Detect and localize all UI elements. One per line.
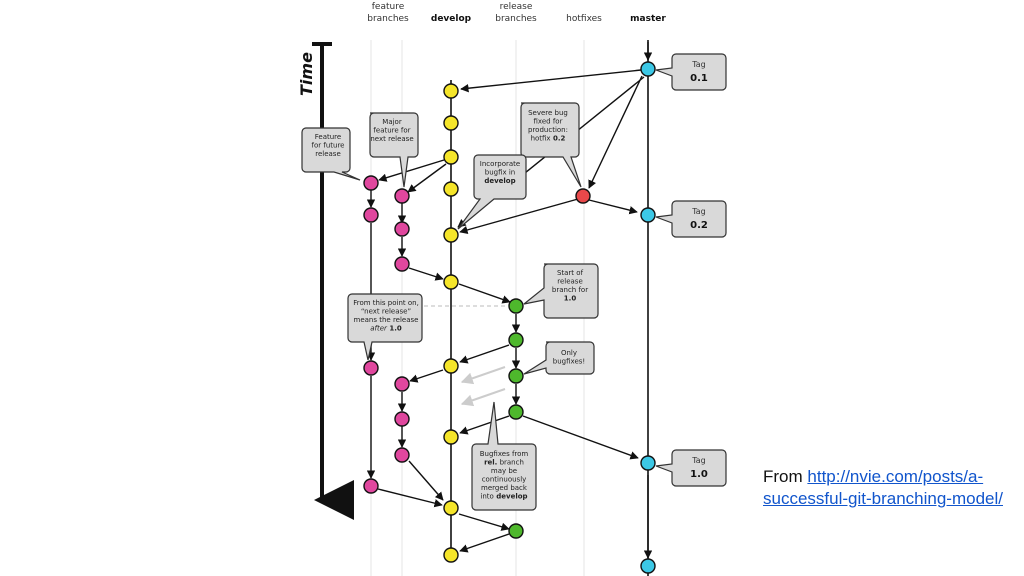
tag-0-2-value: 0.2 [690,220,708,231]
develop-commit [443,274,459,290]
develop-commit [443,429,459,445]
time-axis: Time [297,42,354,520]
release-commit [508,404,524,420]
feature-commit [394,411,410,427]
feature-commit [363,360,379,376]
caption-prefix: From [763,467,808,486]
release-commit [508,368,524,384]
feature-commit [394,376,410,392]
lane-header-hotfixes: hotfixes [566,14,602,24]
continuous-merge-arrows [460,366,506,407]
tag-0-1: Tag 0.1 [655,53,727,91]
master-commits [640,61,656,574]
feature-commit [363,175,379,191]
release-commit [508,298,524,314]
lane-header-master: master [630,14,666,24]
feature-commit [363,207,379,223]
time-axis-label: Time [297,52,316,96]
develop-commit [443,149,459,165]
tag-0-1-value: 0.1 [690,73,708,84]
feature-commit [394,447,410,463]
commits [363,61,656,574]
tag-0-1-label: Tag [691,60,706,69]
master-commit [640,455,656,471]
master-commit [640,558,656,574]
feature-commits [363,175,410,494]
tag-1-0-value: 1.0 [690,469,708,480]
tag-0-2-label: Tag [691,207,706,216]
hotfix-commit [575,188,591,204]
release-commit [508,332,524,348]
source-caption: From http://nvie.com/posts/a-successful-… [763,466,1013,510]
tags: Tag 0.1 Tag 0.2 Tag 1.0 [655,53,727,487]
tag-1-0: Tag 1.0 [655,449,727,487]
develop-commit [443,83,459,99]
feature-commit [394,256,410,272]
tag-1-0-label: Tag [691,456,706,465]
hotfix-commits [575,188,591,204]
lane-header-develop: develop [431,14,472,24]
develop-commit [443,358,459,374]
develop-commit [443,500,459,516]
tag-0-2: Tag 0.2 [655,200,727,238]
develop-commits [443,83,459,563]
commit-edges [366,69,653,559]
feature-commit [394,221,410,237]
master-commit [640,207,656,223]
master-commit [640,61,656,77]
callout-from-this-point: From this point on,“next release”means t… [347,293,423,361]
develop-commit [443,115,459,131]
develop-commit [443,547,459,563]
develop-commit [443,181,459,197]
source-link[interactable]: http://nvie.com/posts/a-successful-git-b… [763,467,1003,508]
feature-commit [363,478,379,494]
callout-from-this-point-text: From this point on,“next release”means t… [353,299,419,333]
release-commits [508,298,524,539]
develop-commit [443,227,459,243]
feature-commit [394,188,410,204]
release-commit [508,523,524,539]
